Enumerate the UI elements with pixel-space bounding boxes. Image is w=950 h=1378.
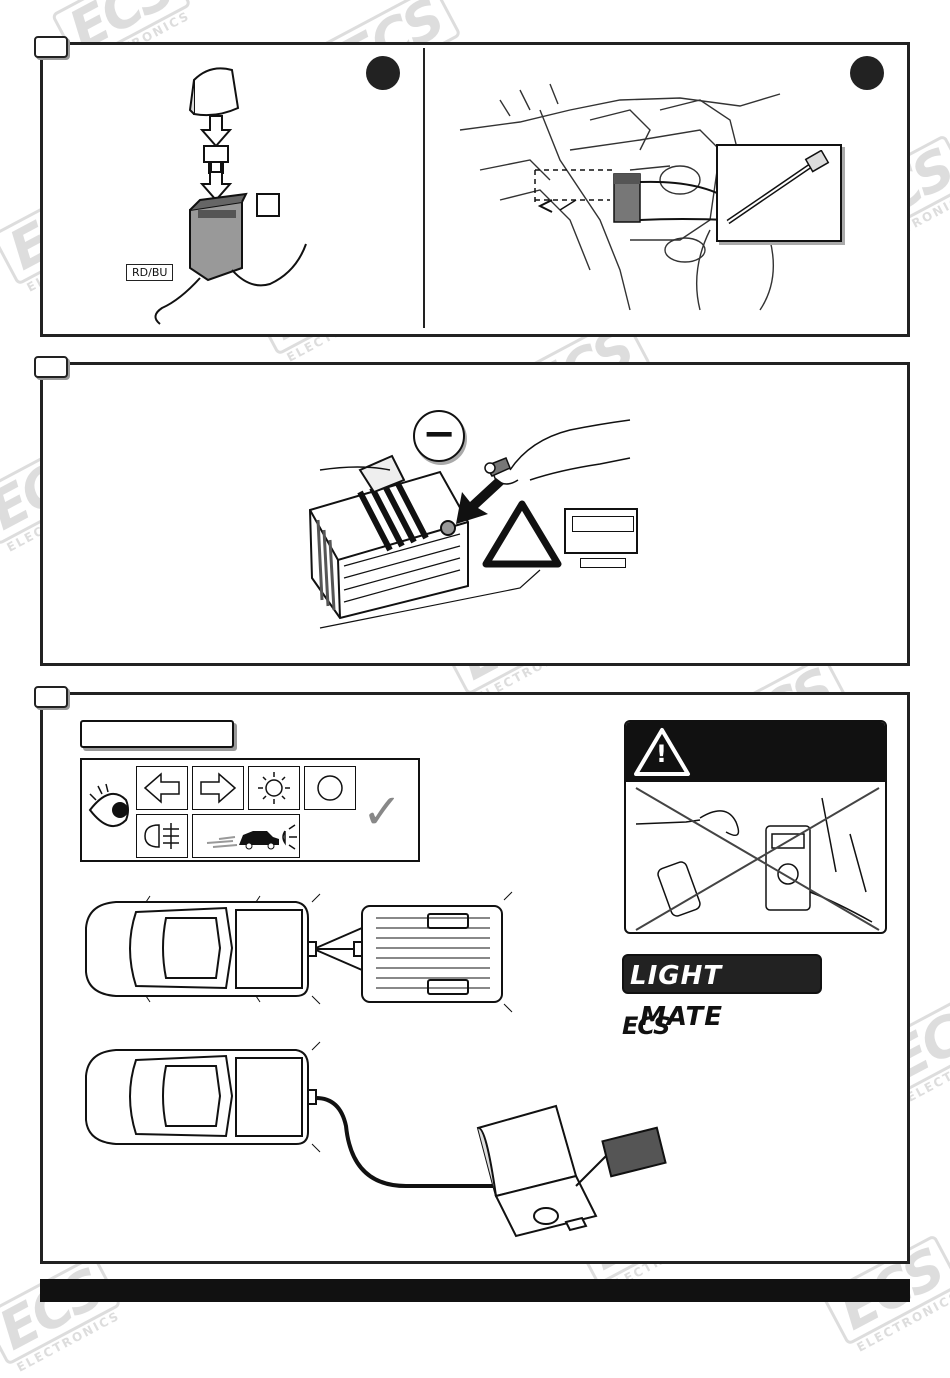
check-icon: ✓: [362, 784, 403, 840]
arrow-right-icon: [192, 766, 244, 810]
lightmate-logo: LIGHTMATE: [622, 954, 822, 1032]
car-tester-illustration: [85, 1041, 667, 1238]
car-trailer-illustration: [85, 891, 513, 1013]
negative-terminal-icon: −: [413, 410, 465, 462]
fuse-holder-illustration: [154, 67, 307, 325]
section-label-bar: [80, 720, 234, 748]
warning-no-multimeter-panel: !: [624, 720, 887, 934]
reverse-light-icon: [192, 814, 300, 858]
wire-color-label: RD/BU: [126, 264, 174, 281]
battery-illustration: [308, 419, 631, 629]
step-number-tab: [34, 686, 68, 708]
radio-display-icon: [564, 508, 638, 554]
brake-light-icon: [248, 766, 300, 810]
radio-base: [580, 558, 626, 568]
arrow-left-icon: [136, 766, 188, 810]
circle-light-icon: [304, 766, 356, 810]
footer-bar: [40, 1279, 910, 1302]
fog-light-icon: [136, 814, 188, 858]
eye-icon: [88, 783, 129, 828]
cable-tie-icon: [726, 150, 830, 225]
step-number-tab: [34, 36, 68, 58]
multimeter-tools-illustration: [635, 787, 880, 931]
warning-icon: [634, 728, 690, 776]
step-circle-b: [850, 56, 884, 90]
warning-exclamation: !: [656, 740, 667, 768]
step-circle-a: [366, 56, 400, 90]
warning-triangle-icon: [482, 500, 562, 568]
step-number-tab: [34, 356, 68, 378]
ecs-logo: ECS: [622, 1012, 670, 1040]
panel-divider: [423, 48, 425, 328]
fuse-callout-box: [256, 193, 280, 217]
